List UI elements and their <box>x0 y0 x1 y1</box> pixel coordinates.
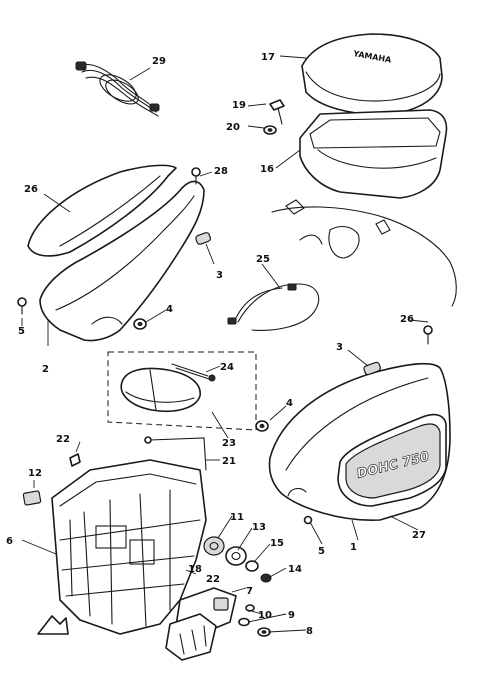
callout-4-left: 4 <box>166 304 173 315</box>
callout-12: 12 <box>28 468 42 479</box>
callout-1: 1 <box>350 542 357 553</box>
callout-6: 6 <box>6 536 13 547</box>
right-side-cover: DOHC 750 <box>268 362 451 521</box>
nut-15 <box>245 560 259 572</box>
bolt-right <box>423 325 433 345</box>
callout-14: 14 <box>288 564 302 575</box>
callout-19: 19 <box>232 100 246 111</box>
grommet-right <box>363 361 381 376</box>
callout-21: 21 <box>222 456 236 467</box>
battery-box <box>51 436 207 635</box>
callout-10: 10 <box>258 610 272 621</box>
cable-assembly <box>227 283 320 331</box>
callout-3-left: 3 <box>216 270 223 281</box>
callout-13: 13 <box>252 522 266 533</box>
callout-23: 23 <box>222 438 236 449</box>
tool-kit-group <box>107 351 257 431</box>
clip-22-top <box>69 453 81 467</box>
callout-5-left: 5 <box>18 326 25 337</box>
damper-13 <box>225 546 247 566</box>
airbox-washer <box>263 125 277 135</box>
frame-outline-ghost <box>271 199 457 307</box>
callout-18: 18 <box>188 564 202 575</box>
callout-7: 7 <box>246 586 253 597</box>
callout-4-right: 4 <box>286 398 293 409</box>
callout-26-left: 26 <box>24 184 38 195</box>
rubber-nut-right <box>255 420 269 432</box>
callout-11: 11 <box>230 512 244 523</box>
left-side-cover <box>27 164 205 342</box>
clip-12 <box>22 490 42 506</box>
front-arrow-icon <box>37 615 69 635</box>
callout-9: 9 <box>288 610 295 621</box>
callout-26-right: 26 <box>400 314 414 325</box>
callout-5-right: 5 <box>318 546 325 557</box>
callout-25: 25 <box>256 254 270 265</box>
air-cleaner-cover: YAMAHA <box>301 33 443 116</box>
callout-20: 20 <box>226 122 240 133</box>
callout-22-bottom: 22 <box>206 574 220 585</box>
washer-9 <box>238 617 250 627</box>
callout-8: 8 <box>306 626 313 637</box>
screw-right <box>303 515 313 525</box>
callout-17: 17 <box>261 52 275 63</box>
screw-left <box>17 297 27 315</box>
callout-24: 24 <box>220 362 234 373</box>
callout-15: 15 <box>270 538 284 549</box>
wire-harness-coil <box>75 61 160 117</box>
callout-29: 29 <box>152 56 166 67</box>
callout-leaders <box>21 55 429 633</box>
nut-14 <box>260 573 272 583</box>
damper-11 <box>203 536 225 556</box>
washer-10 <box>245 604 255 612</box>
callout-3-right: 3 <box>336 342 343 353</box>
grommet-left <box>195 232 212 245</box>
callout-27: 27 <box>412 530 426 541</box>
airbox-screw <box>269 99 285 125</box>
callout-22-top: 22 <box>56 434 70 445</box>
bolt-28 <box>191 167 201 185</box>
air-cleaner-case <box>299 109 448 199</box>
callout-2: 2 <box>42 364 49 375</box>
callout-16: 16 <box>260 164 274 175</box>
rubber-nut-left <box>133 318 147 330</box>
callout-28: 28 <box>214 166 228 177</box>
fuse-block-assembly <box>165 587 237 661</box>
callout-labels: 17 19 20 16 29 26 28 3 25 4 5 2 24 23 21… <box>6 52 426 637</box>
